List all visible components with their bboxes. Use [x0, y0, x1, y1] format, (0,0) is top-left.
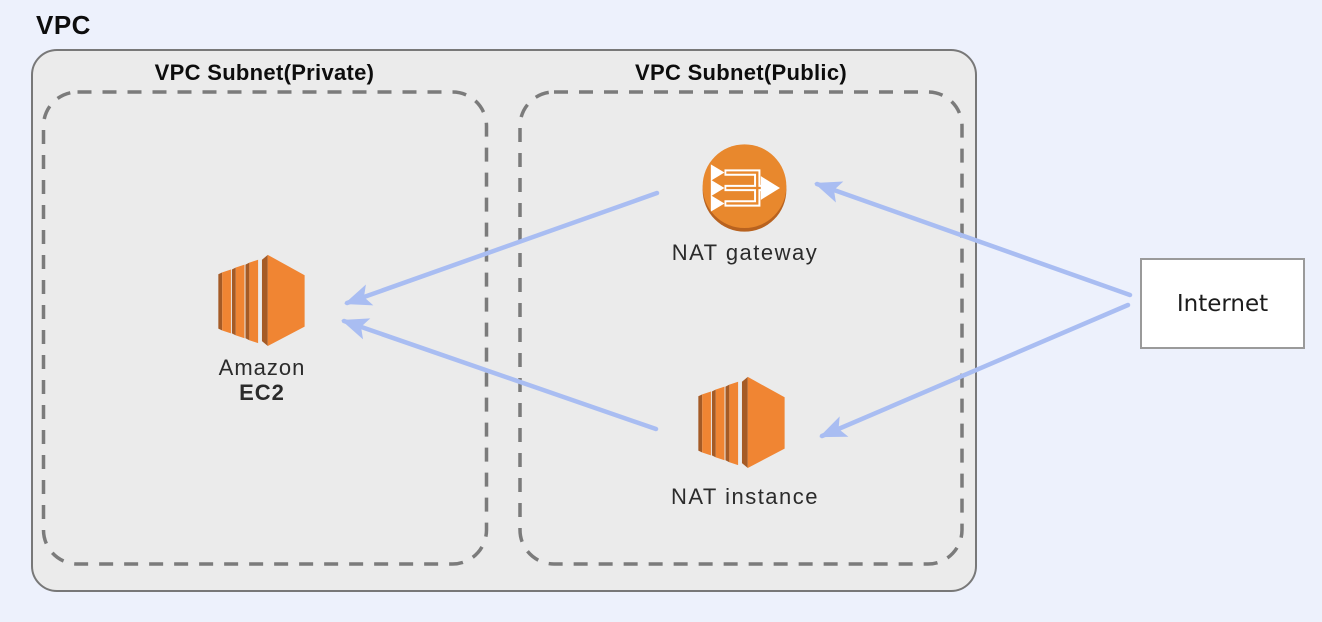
vpc-label: VPC: [36, 10, 91, 40]
private-subnet-boundary: [41, 90, 489, 566]
amazon-ec2-icon: [218, 254, 305, 347]
arrow-nat-gateway-to-ec2: [344, 190, 660, 306]
nat-instance-icon: [698, 376, 785, 469]
ec2-label-line2: EC2: [239, 380, 285, 405]
internet-label: Internet: [1176, 290, 1269, 317]
nat-gateway-icon: [702, 144, 787, 232]
public-subnet-boundary: [518, 90, 964, 566]
private-subnet-label: VPC Subnet(Private): [154, 60, 375, 85]
arrow-nat-instance-to-ec2: [341, 318, 659, 432]
vpc-container: [31, 49, 977, 592]
ec2-label: Amazon EC2: [182, 355, 342, 405]
arrow-internet-to-nat-instance: [819, 302, 1131, 439]
arrow-internet-to-nat-gateway: [814, 181, 1133, 298]
public-subnet-label: VPC Subnet(Public): [635, 60, 847, 85]
internet-node: Internet: [1140, 258, 1305, 349]
nat-gateway-label: NAT gateway: [671, 240, 819, 265]
nat-instance-label: NAT instance: [670, 484, 820, 509]
ec2-label-line1: Amazon: [218, 355, 306, 380]
